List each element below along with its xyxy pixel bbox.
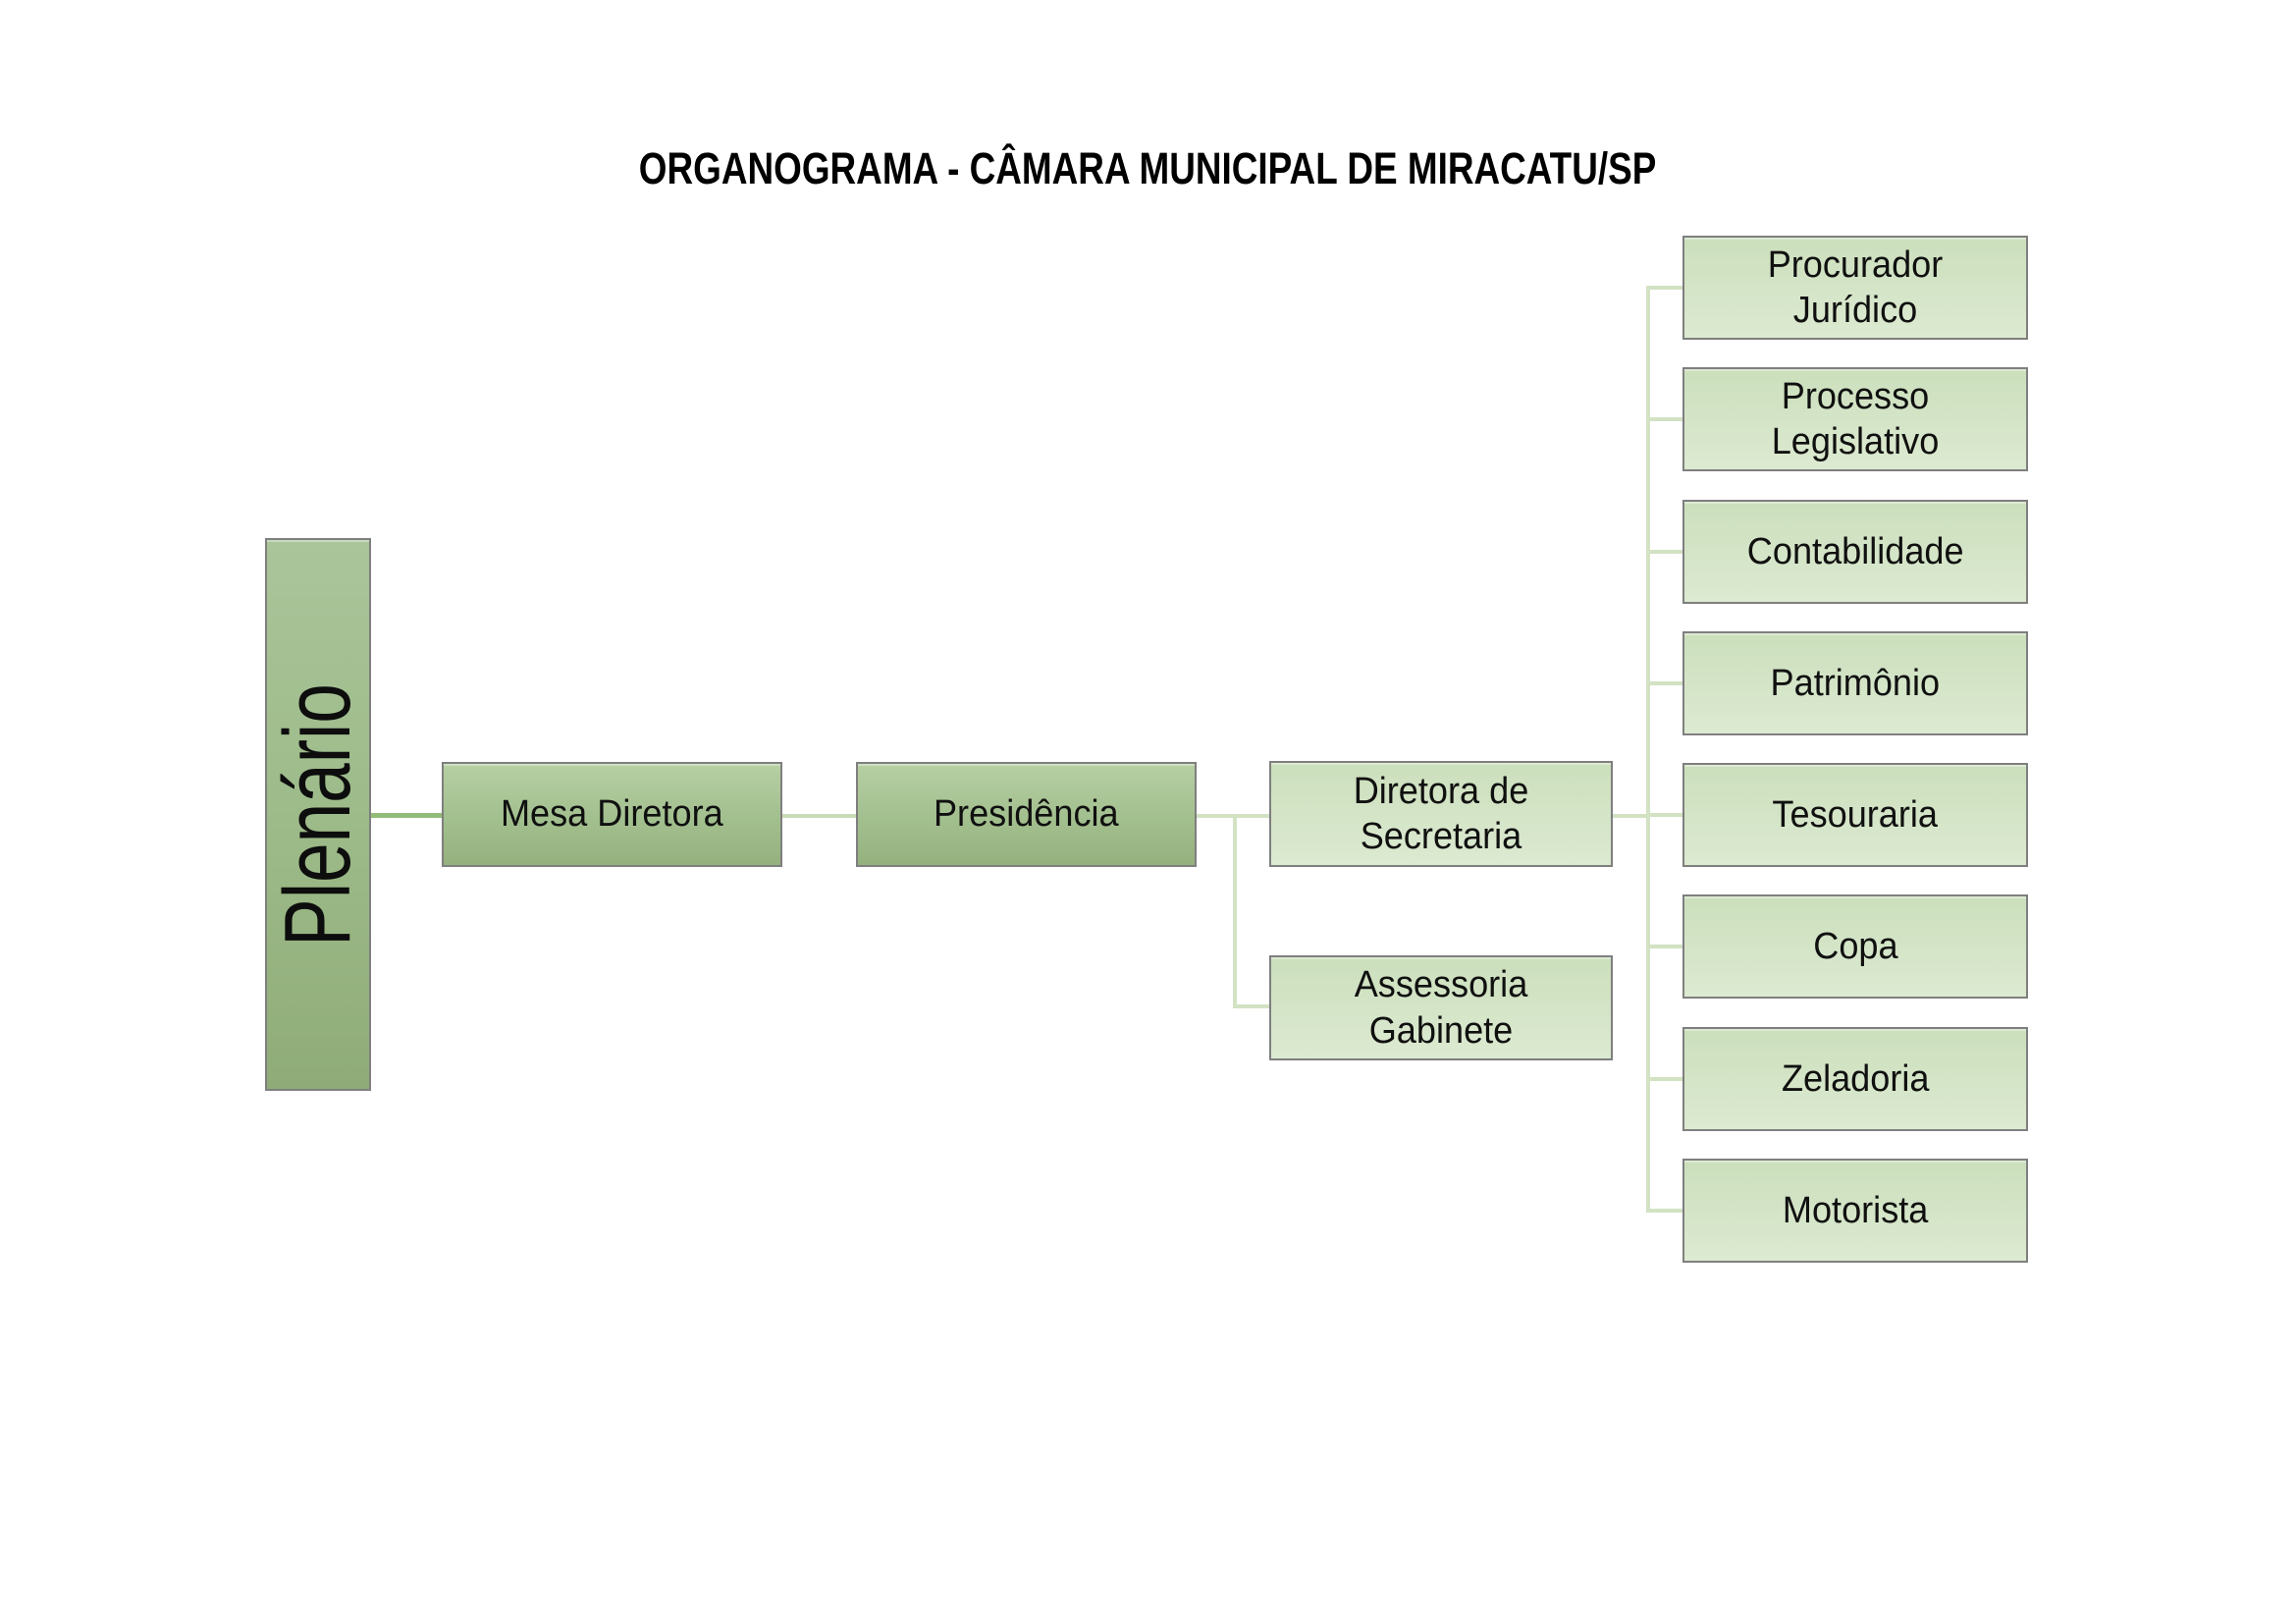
- page-title: ORGANOGRAMA - CÂMARA MUNICIPAL DE MIRACA…: [0, 143, 2296, 196]
- node-mesa-diretora-label: Mesa Diretora: [501, 793, 723, 836]
- node-plenario-label: Plenário: [265, 682, 370, 947]
- node-copa: Copa: [1682, 894, 2028, 999]
- connector-plenario-mesa: [371, 813, 442, 818]
- node-motorista-label: Motorista: [1782, 1189, 1929, 1231]
- node-diretora-de-secretaria: Diretora de Secretaria: [1269, 761, 1613, 867]
- connector-mesa-presidencia: [782, 814, 856, 818]
- connector-stub-zeladoria: [1646, 1077, 1682, 1081]
- connector-stub-patrimonio: [1646, 681, 1682, 685]
- page-title-text: ORGANOGRAMA - CÂMARA MUNICIPAL DE MIRACA…: [639, 143, 1657, 193]
- node-patrimonio-label: Patrimônio: [1770, 662, 1941, 704]
- connector-tree-vertical: [1646, 286, 1650, 1213]
- node-procurador-juridico-label: Procurador Jurídico: [1767, 244, 1944, 331]
- node-tesouraria: Tesouraria: [1682, 763, 2028, 867]
- node-patrimonio: Patrimônio: [1682, 631, 2028, 735]
- connector-diretora-tree: [1613, 814, 1649, 818]
- node-copa-label: Copa: [1812, 925, 1898, 967]
- connector-drop-assessoria: [1233, 1004, 1269, 1008]
- connector-stub-motorista: [1646, 1209, 1682, 1213]
- node-assessoria-gabinete-label: Assessoria Gabinete: [1354, 964, 1528, 1052]
- connector-stub-contabilidade: [1646, 550, 1682, 554]
- node-tesouraria-label: Tesouraria: [1772, 793, 1939, 836]
- node-motorista: Motorista: [1682, 1159, 2028, 1263]
- node-assessoria-gabinete: Assessoria Gabinete: [1269, 955, 1613, 1060]
- node-processo-legislativo: Processo Legislativo: [1682, 367, 2028, 471]
- node-presidencia: Presidência: [856, 762, 1197, 867]
- node-mesa-diretora: Mesa Diretora: [442, 762, 782, 867]
- connector-presidencia-drop: [1233, 814, 1237, 1006]
- connector-stub-copa: [1646, 945, 1682, 948]
- node-contabilidade-label: Contabilidade: [1746, 530, 1964, 572]
- node-plenario: Plenário: [265, 538, 371, 1091]
- node-diretora-de-secretaria-label: Diretora de Secretaria: [1353, 770, 1529, 857]
- connector-stub-procurador-juridico: [1646, 286, 1682, 290]
- connector-stub-tesouraria: [1646, 813, 1682, 817]
- node-presidencia-label: Presidência: [934, 793, 1119, 836]
- node-contabilidade: Contabilidade: [1682, 500, 2028, 604]
- connector-stub-processo-legislativo: [1646, 417, 1682, 421]
- node-zeladoria: Zeladoria: [1682, 1027, 2028, 1131]
- node-processo-legislativo-label: Processo Legislativo: [1771, 375, 1940, 462]
- node-zeladoria-label: Zeladoria: [1781, 1057, 1930, 1100]
- node-procurador-juridico: Procurador Jurídico: [1682, 236, 2028, 340]
